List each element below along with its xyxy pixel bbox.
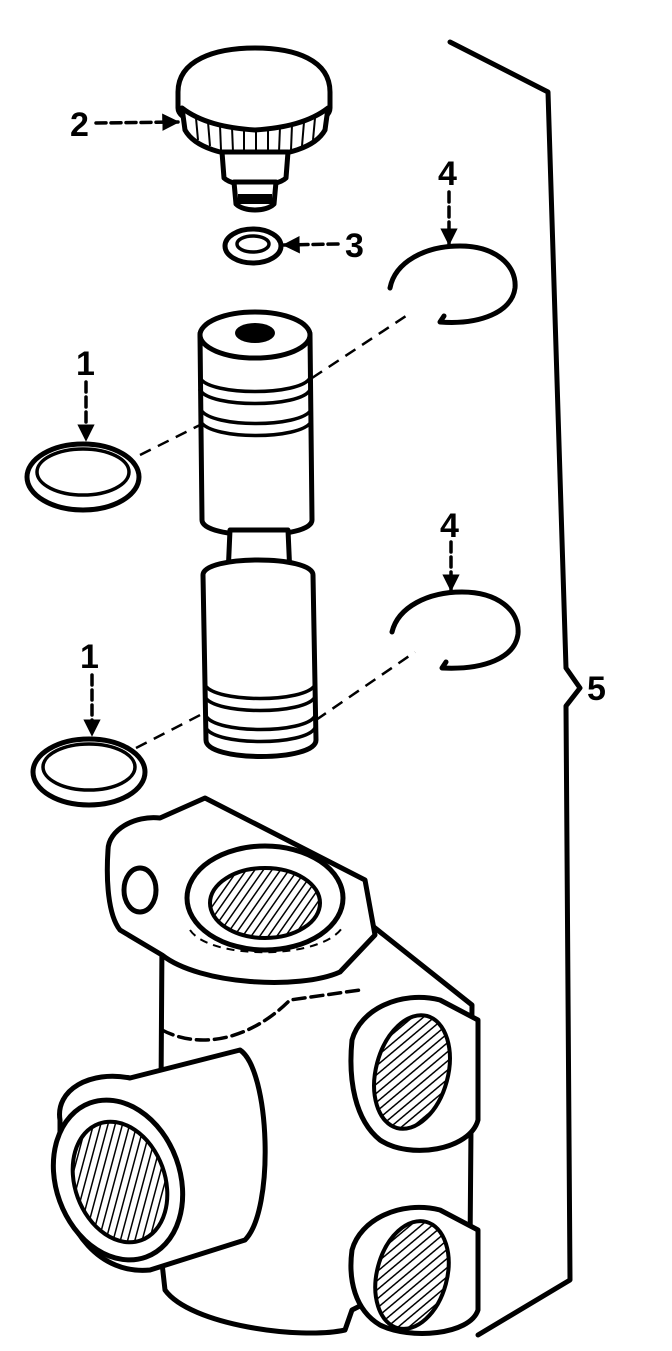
retaining-ring-upper bbox=[387, 243, 518, 325]
callout-4-lower: 4 bbox=[440, 507, 459, 545]
valve-body bbox=[50, 795, 481, 1336]
callout-1-upper: 1 bbox=[76, 345, 95, 383]
callout-2: 2 bbox=[70, 106, 89, 144]
assembly-bracket bbox=[447, 39, 583, 1338]
backup-ring-lower bbox=[30, 736, 148, 808]
retaining-ring-lower bbox=[389, 589, 521, 671]
callout-1-lower: 1 bbox=[80, 638, 99, 676]
valve-spool bbox=[197, 309, 319, 759]
callout-5: 5 bbox=[587, 670, 606, 708]
callout-4-upper: 4 bbox=[438, 155, 457, 193]
seal-ring bbox=[222, 226, 284, 266]
backup-ring-upper bbox=[24, 441, 142, 513]
adjusting-knob bbox=[175, 45, 333, 213]
callout-3: 3 bbox=[345, 227, 364, 265]
